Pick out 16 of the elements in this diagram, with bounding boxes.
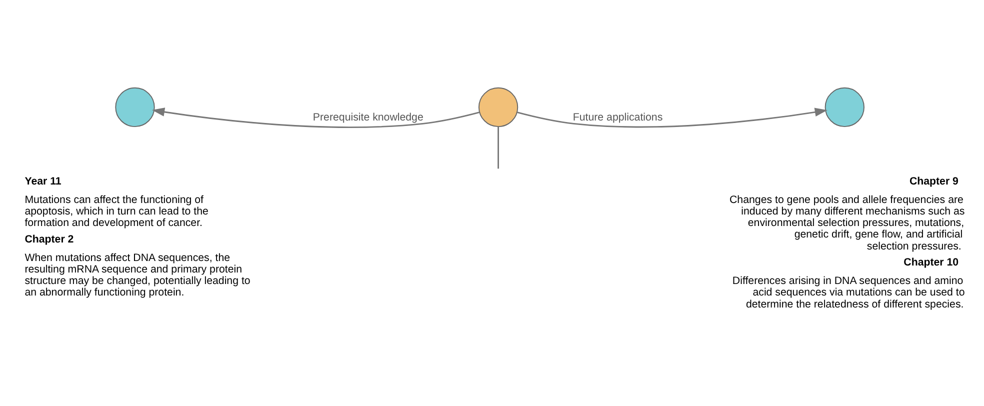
edge-label: Future applications (572, 112, 663, 124)
node-label: Chapter 10 (904, 256, 959, 269)
node-circle (824, 87, 864, 128)
node-label: When mutations affect DNA sequences, the resulting mRNA sequence and primary protein structure may be changed, potentially leading to an abnormally functioning protein. (24, 252, 250, 299)
connector (498, 126, 500, 169)
node-circle (115, 87, 155, 128)
node-label: Differences arising in DNA sequences and amino acid sequences via mutations can be used to determine the relatedness of different species. (732, 275, 965, 310)
arrow (516, 108, 828, 128)
node-label: Chapter 2 (24, 233, 74, 246)
edge-label: Prerequisite knowledge (312, 112, 424, 124)
arrow (152, 108, 480, 128)
node-label: Year 11 (24, 175, 62, 188)
node-label: Changes to gene pools and allele frequencies are induced by many different mechanisms such as environmental selection pressures, mutations, genetic drift, gene flow, and artificial selection pressures. (730, 194, 965, 252)
node-label: Mutations can affect the functioning of apoptosis, which in turn can lead to the formation and development of cancer. (24, 194, 208, 230)
node-label: Chapter 9 (909, 175, 958, 188)
node-circle (478, 87, 518, 128)
